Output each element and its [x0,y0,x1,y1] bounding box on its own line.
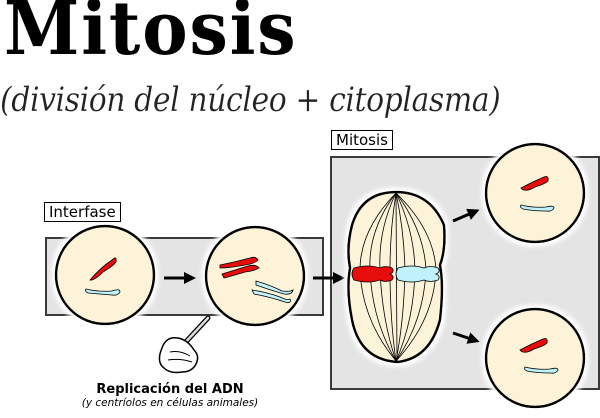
cell-interphase-1 [54,224,156,326]
chromosome-blue [84,288,121,296]
chromosome-red [89,257,117,281]
diagram-subtitle: (división del núcleo + citoplasma) [0,80,501,120]
stage-label-interphase: Interfase [44,202,121,222]
chromatid-blue-2 [251,289,291,303]
chromosome-red [520,176,549,191]
arrow-icon [452,331,480,344]
cell-metaphase [347,190,446,364]
chromosome-blue [523,366,559,374]
chromatid-blue-1 [255,280,294,295]
chromosome-red [519,338,548,353]
chromosome-blue [519,204,555,212]
chromosome-blue-metaphase [395,265,440,283]
cell-interphase-2 [204,225,306,327]
diagram-title: Mitosis [4,0,298,72]
replication-caption: Replicación del ADN (y centríolos en cél… [40,382,300,409]
stage-label-mitosis: Mitosis [331,130,393,150]
daughter-cell-top [484,142,586,244]
replication-caption-sub: (y centríolos en células animales) [81,397,259,409]
chromatid-red-1 [219,256,259,269]
hand-pen-icon [158,315,211,374]
replication-caption-main: Replicación del ADN [96,382,244,397]
chromosome-red-metaphase [351,265,394,283]
daughter-cell-bottom [484,307,586,409]
arrow-icon [452,208,480,223]
chromatid-red-2 [221,264,260,279]
